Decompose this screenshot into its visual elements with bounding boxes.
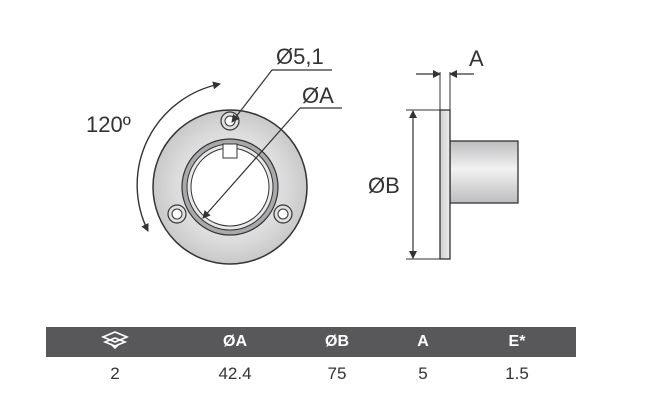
table-header-row: ØA ØB A E* — [46, 327, 576, 357]
tube-diameter-cell: 42.4 — [218, 364, 252, 383]
front-view: 120º Ø5,1 ØA — [86, 44, 342, 265]
angle-arc — [136, 81, 221, 232]
mounting-hole-right — [273, 204, 293, 224]
mounting-hole-top — [220, 111, 240, 131]
key-notch — [222, 143, 238, 159]
side-view: A ØB — [368, 46, 519, 260]
flange-diameter-header: ØB — [286, 327, 388, 357]
hole-diameter-label: Ø5,1 — [276, 44, 324, 69]
flange-diameter-label: ØB — [368, 173, 400, 198]
wall-thickness-cell: 1.5 — [505, 364, 529, 383]
tube-diameter-header: ØA — [184, 327, 286, 357]
mounting-hole-left — [167, 204, 187, 224]
flange-diameter-cell: 75 — [327, 364, 347, 383]
thickness-cell: 5 — [418, 364, 428, 383]
side-tube — [449, 140, 519, 204]
tube-diameter-leader — [202, 107, 301, 219]
angle-label: 120º — [86, 112, 131, 137]
tube-diameter-label: ØA — [302, 83, 334, 108]
spec-table: ØA ØB A E* 2 42.4 75 5 1.5 — [46, 327, 576, 391]
pack-icon — [100, 330, 130, 349]
technical-drawing: 120º Ø5,1 ØA A ØB — [86, 44, 519, 265]
thickness-label: A — [469, 46, 484, 71]
pack-quantity-header — [46, 327, 184, 357]
side-plate — [439, 109, 451, 260]
table-row: 2 42.4 75 5 1.5 — [46, 357, 576, 391]
thickness-header: A — [388, 327, 458, 357]
wall-thickness-header: E* — [458, 327, 576, 357]
pack-quantity-cell: 2 — [110, 364, 120, 383]
hole-diameter-leader — [231, 69, 273, 123]
